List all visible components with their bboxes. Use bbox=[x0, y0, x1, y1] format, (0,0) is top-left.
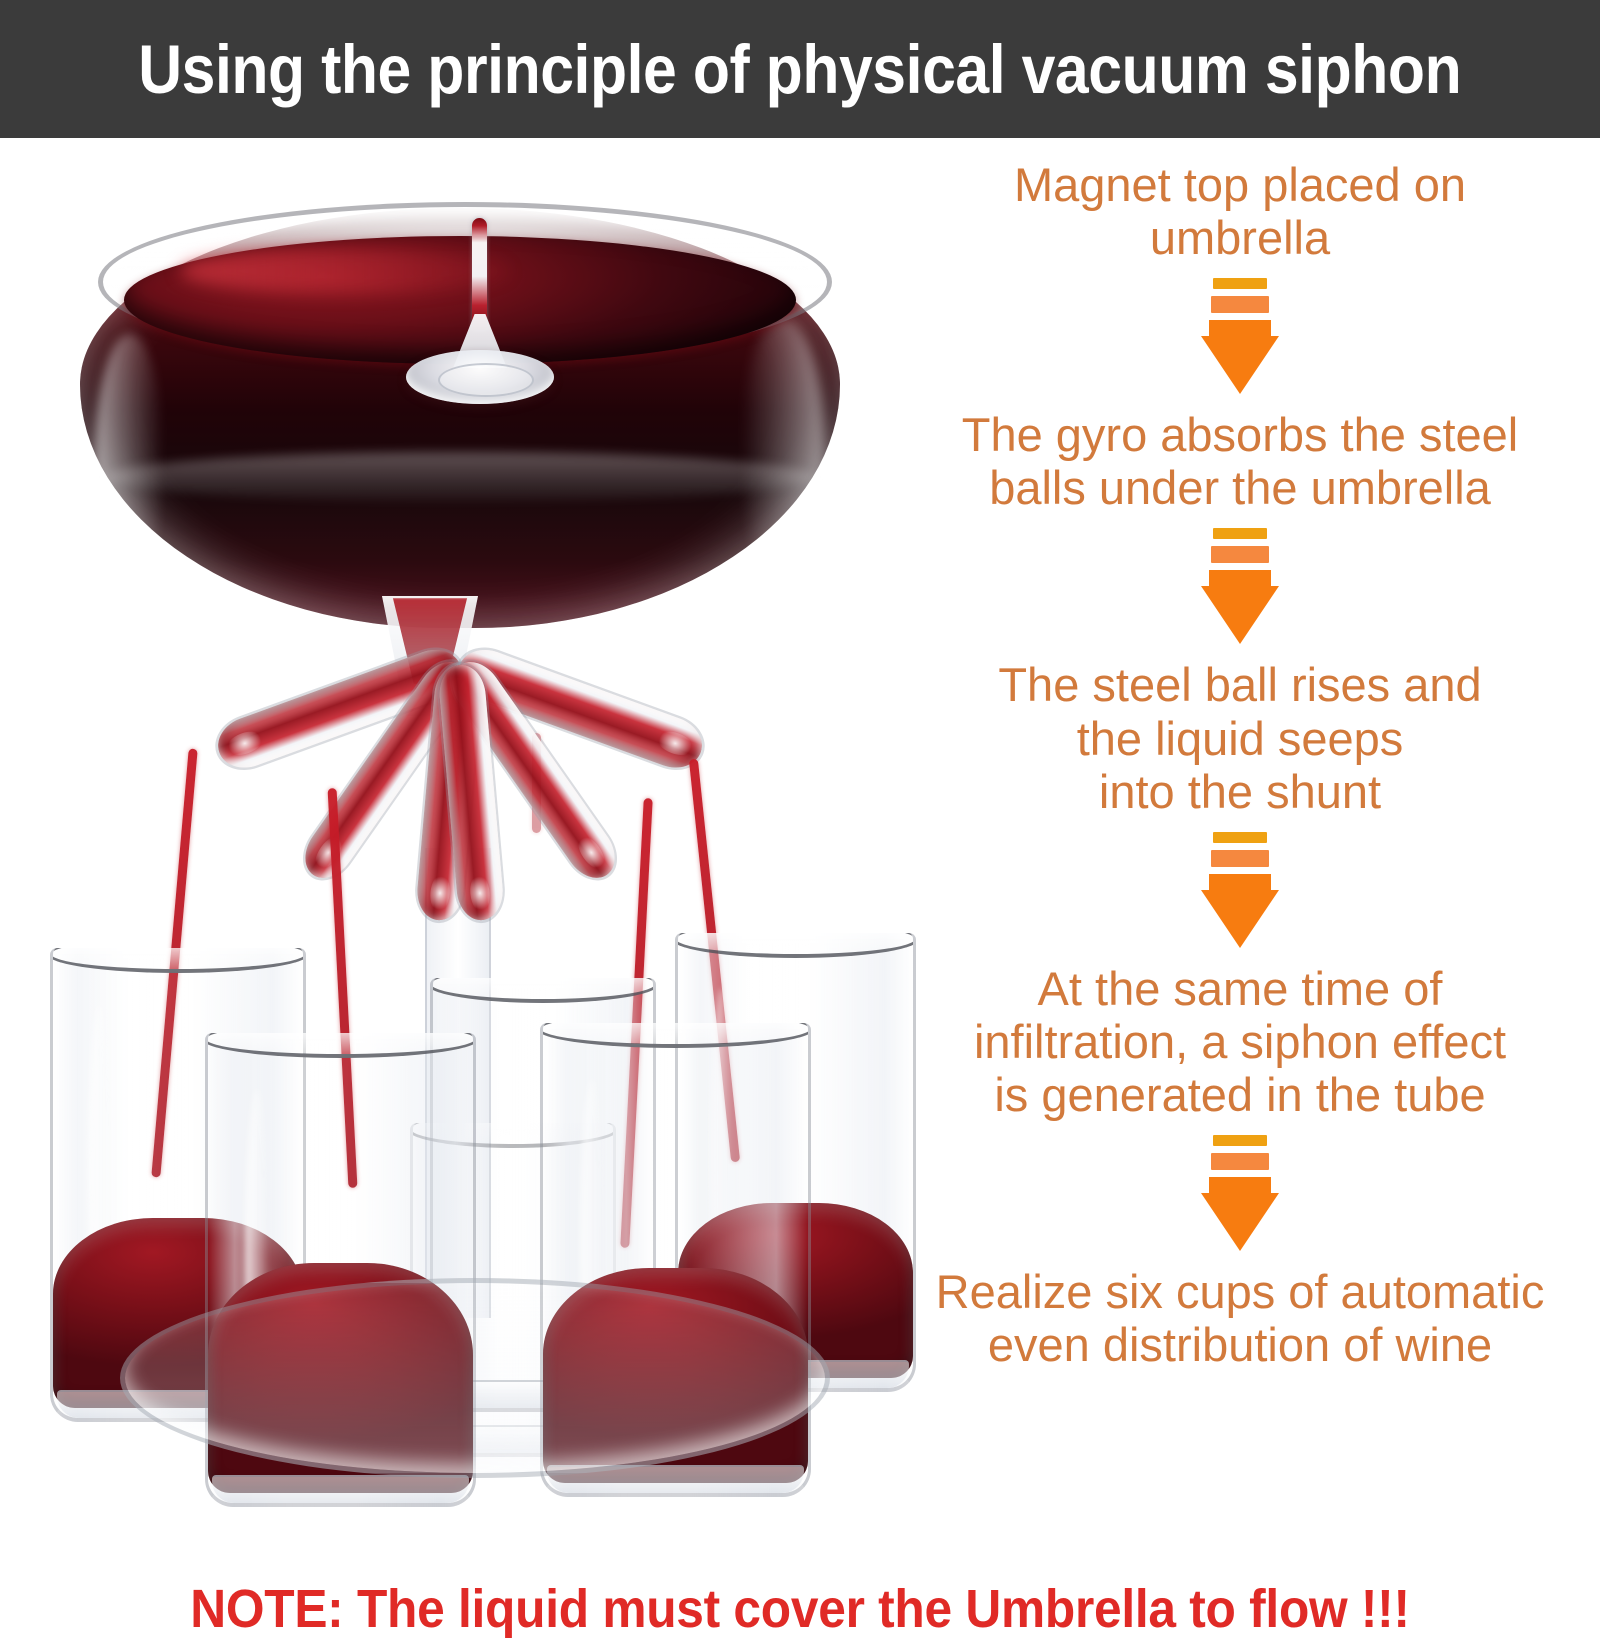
arrow-head bbox=[1201, 1193, 1279, 1252]
step-2-text: The gyro absorbs the steel balls under t… bbox=[961, 408, 1519, 515]
arrow-segment-top bbox=[1213, 831, 1267, 843]
arrow-shaft bbox=[1209, 1177, 1271, 1194]
glass-base bbox=[212, 1475, 469, 1503]
arrow-segment-mid bbox=[1211, 296, 1269, 314]
umbrella-disc-ring bbox=[438, 363, 534, 397]
step-1-text: Magnet top placed on umbrella bbox=[1013, 158, 1467, 265]
flow-arrow-down-icon bbox=[1201, 1135, 1279, 1252]
arrow-segment-top bbox=[1213, 1135, 1267, 1147]
arrow-segment-mid bbox=[1211, 849, 1269, 867]
umbrella-spinner bbox=[406, 218, 554, 404]
arrow-shaft bbox=[1209, 320, 1271, 337]
glass-rim bbox=[678, 933, 913, 958]
glass-rim bbox=[433, 978, 653, 1003]
flow-arrow-down-icon bbox=[1201, 278, 1279, 395]
step-4-text: At the same time of infiltration, a siph… bbox=[973, 961, 1507, 1121]
flow-arrow-down-icon bbox=[1201, 831, 1279, 948]
process-steps: Magnet top placed on umbrella The gyro a… bbox=[900, 158, 1580, 1371]
flow-arrow-down-icon bbox=[1201, 528, 1279, 645]
page-title: Using the principle of physical vacuum s… bbox=[138, 30, 1462, 108]
header-bar: Using the principle of physical vacuum s… bbox=[0, 0, 1600, 138]
arrow-segment-mid bbox=[1211, 1153, 1269, 1171]
step-5-text: Realize six cups of automatic even distr… bbox=[935, 1265, 1545, 1372]
acrylic-base-ring bbox=[120, 1278, 830, 1478]
arrow-segment-mid bbox=[1211, 546, 1269, 564]
glass-rim bbox=[208, 1033, 473, 1058]
glass-rim bbox=[543, 1023, 808, 1048]
arrow-head bbox=[1201, 586, 1279, 645]
warning-note: NOTE: The liquid must cover the Umbrella… bbox=[190, 1579, 1410, 1639]
wine-surface-sheen bbox=[180, 248, 510, 294]
product-photo bbox=[20, 148, 916, 1507]
wine-bowl bbox=[80, 202, 840, 638]
glass-rim bbox=[53, 948, 303, 973]
magnet-top-icon bbox=[472, 218, 487, 330]
arrow-shaft bbox=[1209, 570, 1271, 587]
bowl-highlight-band bbox=[106, 452, 814, 502]
arrow-segment-top bbox=[1213, 278, 1267, 290]
arrow-shaft bbox=[1209, 873, 1271, 890]
content-stage: Magnet top placed on umbrella The gyro a… bbox=[0, 138, 1600, 1639]
arrow-head bbox=[1201, 336, 1279, 395]
arrow-segment-top bbox=[1213, 528, 1267, 540]
step-3-text: The steel ball rises and the liquid seep… bbox=[998, 658, 1482, 818]
arrow-head bbox=[1201, 889, 1279, 948]
